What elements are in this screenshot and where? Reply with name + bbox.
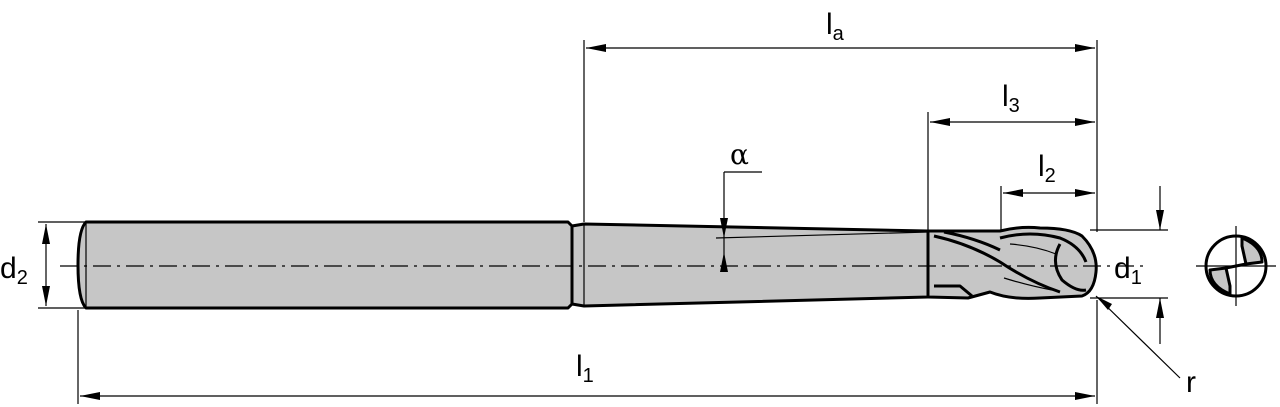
shank [76,220,574,310]
label-r: r [1186,366,1196,399]
dimension-l2: l2 [1000,150,1095,232]
label-d1: d1 [1114,252,1142,289]
dimension-la: la [583,8,1098,232]
label-l3: l3 [1002,80,1020,117]
label-l1: l1 [576,350,594,387]
label-la: la [826,8,845,45]
end-view [1196,226,1276,306]
tapered-neck [570,222,930,308]
label-d2: d2 [0,252,28,289]
dimension-l1: l1 [77,300,1098,404]
dimension-d2: d2 [0,221,86,309]
label-alpha: α [730,138,749,171]
label-l2: l2 [1038,150,1056,187]
dimension-d1: d1 [1090,186,1168,344]
tool-body [76,220,1098,310]
angle-alpha: α [715,138,929,272]
radius-r: r [1095,295,1196,399]
dimension-l3: l3 [927,80,1095,230]
cutting-head [926,225,1098,300]
